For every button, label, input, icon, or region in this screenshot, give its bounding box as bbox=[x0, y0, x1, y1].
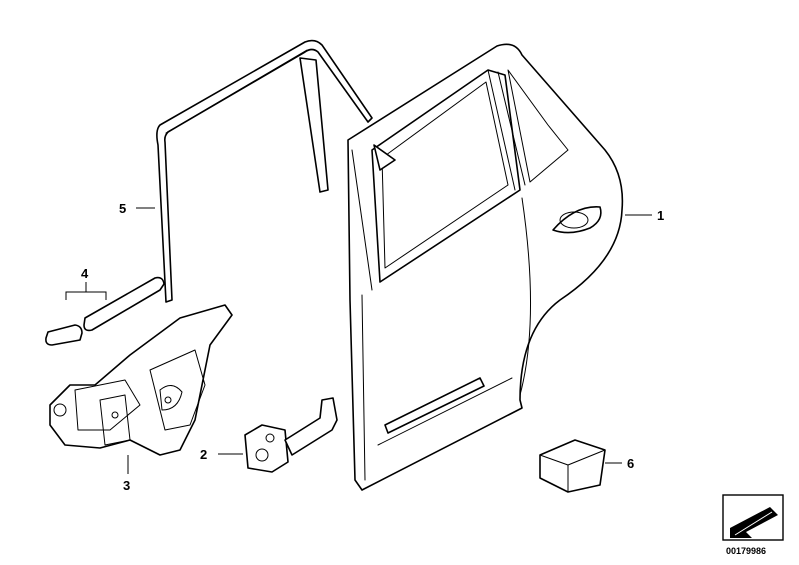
door-check-strap[interactable] bbox=[244, 397, 338, 473]
leader-4 bbox=[65, 282, 107, 300]
callout-1: 1 bbox=[657, 208, 664, 223]
callout-3: 3 bbox=[123, 478, 130, 493]
reference-number: 00179986 bbox=[726, 546, 766, 556]
window-channel-seal[interactable] bbox=[156, 39, 373, 303]
callout-2: 2 bbox=[200, 447, 207, 462]
foam-block[interactable] bbox=[539, 439, 606, 493]
window-regulator[interactable] bbox=[49, 304, 233, 456]
callout-6: 6 bbox=[627, 456, 634, 471]
callout-4: 4 bbox=[81, 266, 89, 281]
direction-arrow-icon bbox=[722, 494, 784, 541]
trim-strips[interactable] bbox=[45, 276, 165, 346]
callout-5: 5 bbox=[119, 201, 126, 216]
rear-door-panel[interactable] bbox=[347, 43, 624, 491]
